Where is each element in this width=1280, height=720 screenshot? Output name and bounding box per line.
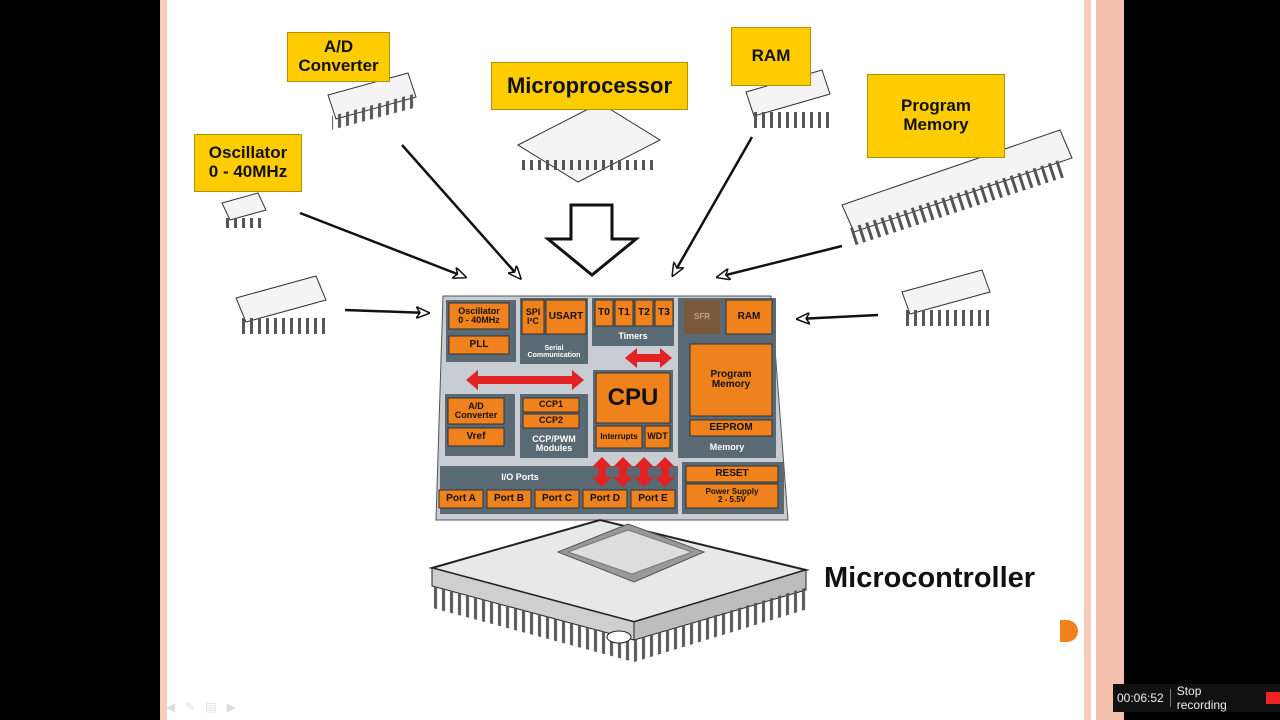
recording-controls: 00:06:52 Stop recording: [1113, 684, 1280, 712]
microcontroller-diagram: [221, 69, 1073, 663]
block-port-b: Port B: [494, 492, 524, 504]
block-reset: RESET: [715, 467, 749, 479]
label-program-memory: Program Memory: [867, 74, 1005, 158]
block-ad-converter: A/D Converter: [454, 400, 498, 420]
previous-icon[interactable]: ◀: [166, 700, 176, 714]
block-power-supply: Power Supply 2 - 5.5V: [705, 486, 759, 504]
block-ccp2: CCP2: [538, 415, 563, 426]
slide-border-right: [1084, 0, 1091, 720]
stop-icon[interactable]: [1266, 692, 1280, 704]
block-t3: T3: [658, 306, 670, 318]
pen-icon[interactable]: ✎: [185, 700, 196, 714]
slide-canvas: A/D Converter Microprocessor RAM Program…: [160, 0, 1124, 720]
block-interrupts: Interrupts: [600, 431, 638, 441]
block-ccp1: CCP1: [538, 399, 563, 410]
mcu-block-diagram: [435, 295, 789, 521]
block-spi: SPI I²C: [525, 306, 541, 326]
block-eeprom: EEPROM: [709, 421, 753, 433]
slide-decoration: [1060, 620, 1078, 642]
block-vref: Vref: [466, 430, 486, 442]
recording-timer: 00:06:52: [1113, 689, 1171, 707]
block-io-ports: I/O Ports: [501, 472, 539, 483]
stop-recording-button[interactable]: Stop recording: [1176, 684, 1227, 712]
slide-border-left: [160, 0, 167, 720]
block-wdt: WDT: [647, 431, 668, 442]
block-port-d: Port D: [590, 492, 620, 504]
next-icon[interactable]: ▶: [226, 700, 236, 714]
label-microprocessor: Microprocessor: [491, 62, 688, 110]
block-t0: T0: [598, 306, 610, 318]
microcontroller-package: [428, 518, 810, 663]
menu-icon[interactable]: ▤: [205, 700, 217, 714]
chip-oscillator: [221, 192, 267, 228]
slide-border-right-wide: [1096, 0, 1124, 720]
block-port-c: Port C: [542, 492, 572, 504]
block-t1: T1: [618, 306, 630, 318]
block-ccp-pwm-modules: CCP/PWM Modules: [532, 433, 576, 453]
block-serial-communication: Serial Communication: [527, 344, 581, 359]
block-usart: USART: [548, 310, 584, 322]
label-oscillator: Oscillator 0 - 40MHz: [194, 134, 302, 192]
microcontroller-title: Microcontroller: [824, 562, 1036, 594]
block-sfr: SFR: [694, 311, 710, 321]
block-oscillator: Oscillator 0 - 40MHz: [458, 305, 500, 325]
slide-toolbar: ◀ ✎ ▤ ▶: [166, 700, 236, 714]
block-cpu: CPU: [607, 384, 659, 412]
chip-left: [235, 275, 327, 334]
chip-microprocessor: [516, 102, 662, 183]
label-ad-converter: A/D Converter: [287, 32, 390, 82]
block-program-memory: Program Memory: [710, 368, 752, 390]
block-port-e: Port E: [638, 492, 668, 504]
block-ram: RAM: [737, 310, 761, 322]
block-memory: Memory: [709, 442, 745, 453]
block-timers: Timers: [618, 331, 648, 342]
chip-right: [901, 269, 991, 326]
label-ram: RAM: [731, 27, 811, 86]
block-t2: T2: [638, 306, 650, 318]
block-pll: PLL: [469, 338, 489, 350]
block-port-a: Port A: [446, 492, 476, 504]
